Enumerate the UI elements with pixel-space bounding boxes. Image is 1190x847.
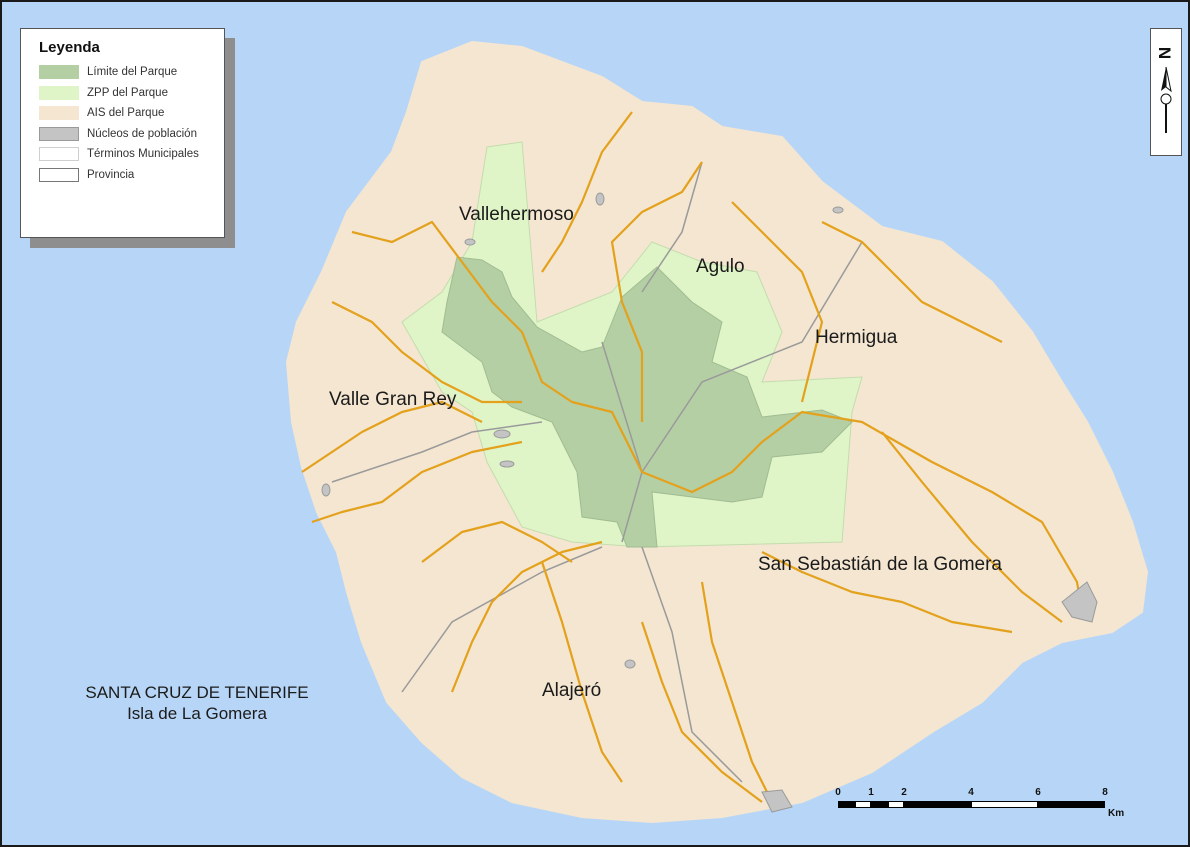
scale-unit: Km (1108, 808, 1125, 819)
roads (301, 111, 1084, 803)
scale-segment (1038, 801, 1105, 808)
scale-tick: 6 (1035, 787, 1041, 798)
label-san-sebastian: San Sebastián de la Gomera (758, 554, 1002, 575)
scale-segment (838, 801, 855, 808)
legend-item: Núcleos de población (39, 124, 224, 145)
label-vallehermoso: Vallehermoso (459, 204, 574, 225)
park-limite (441, 256, 853, 548)
legend-item: Términos Municipales (39, 144, 224, 165)
legend-label: Núcleos de población (87, 127, 197, 140)
scale-tick: 0 (835, 787, 841, 798)
scale-tick: 1 (868, 787, 874, 798)
legend-label: Límite del Parque (87, 66, 178, 79)
legend-label: Provincia (87, 168, 135, 181)
label-hermigua: Hermigua (815, 327, 898, 348)
legend: Leyenda Límite del Parque ZPP del Parque… (20, 28, 225, 238)
legend-label: AIS del Parque (87, 107, 165, 120)
scale-segment (971, 801, 1038, 808)
scale-segment (888, 801, 904, 808)
scale-tick: 2 (901, 787, 907, 798)
scale-bar: 0 1 2 4 6 8 Km (830, 787, 1160, 827)
scale-tick: 4 (968, 787, 974, 798)
legend-swatch (39, 65, 79, 80)
scale-segment (871, 801, 888, 808)
scale-tick: 8 (1102, 787, 1108, 798)
north-arrow-icon (1160, 66, 1172, 133)
legend-swatch (39, 106, 79, 121)
label-alajero: Alajeró (542, 680, 602, 701)
legend-swatch (39, 147, 79, 162)
nucleos-poblacion (321, 192, 1098, 813)
legend-label: Términos Municipales (87, 148, 199, 161)
legend-item: Límite del Parque (39, 62, 224, 83)
legend-swatch (39, 85, 79, 100)
legend-item: Provincia (39, 165, 224, 186)
legend-title: Leyenda (39, 39, 100, 56)
legend-item: ZPP del Parque (39, 83, 224, 104)
scale-segment (855, 801, 871, 808)
legend-swatch (39, 126, 79, 141)
province-label: SANTA CRUZ DE TENERIFE Isla de La Gomera (62, 682, 332, 724)
north-arrow: N (1150, 28, 1182, 156)
label-agulo: Agulo (696, 256, 745, 277)
province-name: SANTA CRUZ DE TENERIFE (85, 683, 309, 702)
label-valle-gran-rey: Valle Gran Rey (329, 389, 457, 410)
legend-label: ZPP del Parque (87, 86, 168, 99)
legend-swatch (39, 167, 79, 182)
legend-item: AIS del Parque (39, 103, 224, 124)
scale-segment (904, 801, 971, 808)
island-name: Isla de La Gomera (127, 704, 267, 723)
